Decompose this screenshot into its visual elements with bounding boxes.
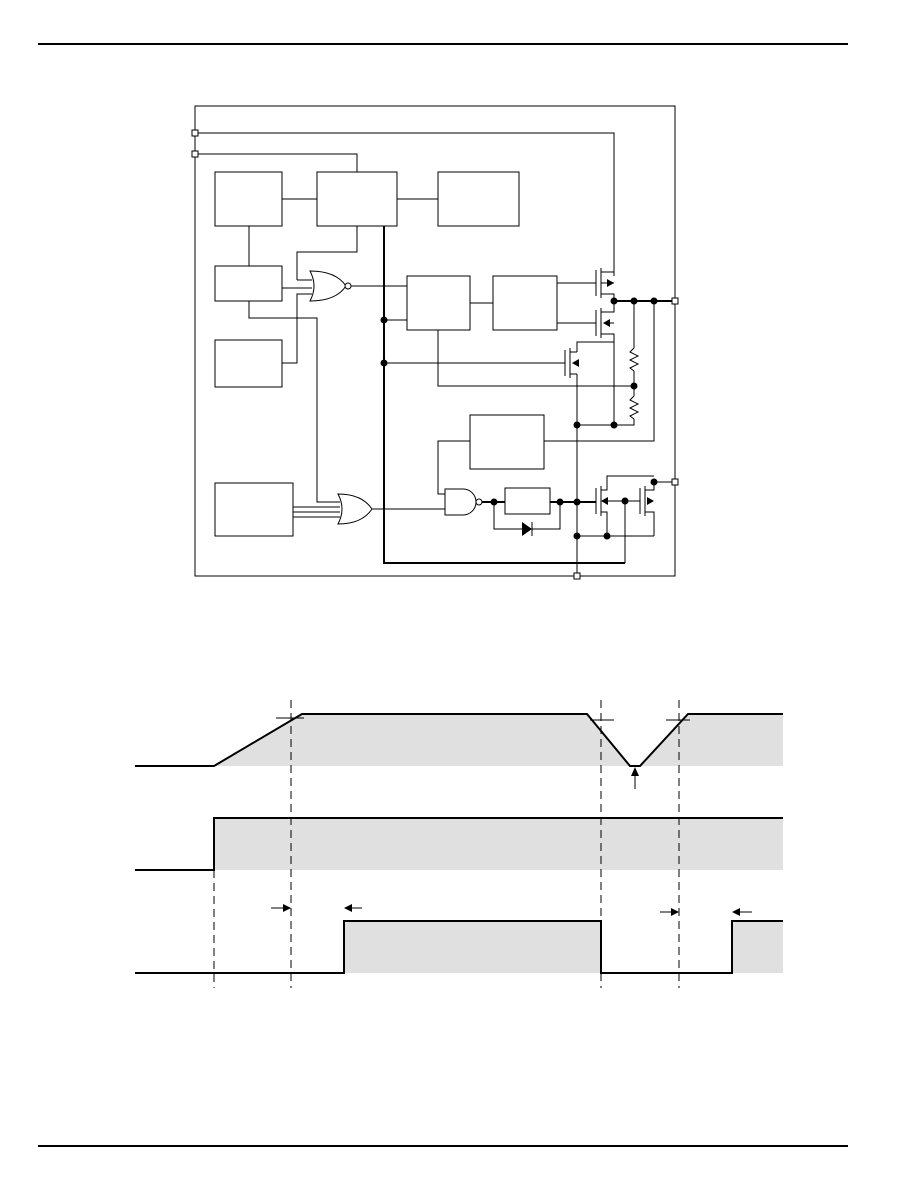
wire-pin1 (195, 132, 615, 276)
mosfet-bottom-left (595, 475, 654, 536)
wire-pin2 (195, 153, 358, 172)
or-gate (337, 493, 373, 525)
diode (522, 522, 533, 536)
nor-gate (309, 270, 352, 302)
trace-1 (135, 713, 783, 767)
pin-bottom (573, 572, 581, 580)
box-5 (214, 339, 283, 388)
nand-gate (444, 488, 483, 516)
box-1 (214, 171, 283, 227)
n-mosfet-mid (557, 301, 615, 342)
p-mosfet-top (557, 266, 615, 301)
package-outline (194, 105, 676, 577)
ground-bus (383, 226, 625, 564)
box-10 (504, 487, 551, 515)
box-7 (492, 275, 558, 331)
block-diagram (191, 105, 679, 580)
pin-top-2 (191, 150, 199, 158)
resistor-top (628, 347, 640, 372)
resistor-bottom (628, 395, 640, 420)
box-3 (437, 171, 520, 227)
pin-right-2 (671, 478, 679, 486)
box-6 (406, 275, 471, 331)
pin-right-1 (671, 297, 679, 305)
mosfet-bottom-right (625, 482, 655, 536)
box-8 (469, 414, 545, 470)
pin-top-1 (191, 129, 199, 137)
n-mosfet-left (564, 348, 579, 378)
timing-diagram (135, 700, 783, 988)
box-4 (214, 265, 283, 302)
box-9 (214, 482, 294, 537)
box-2 (316, 171, 398, 227)
